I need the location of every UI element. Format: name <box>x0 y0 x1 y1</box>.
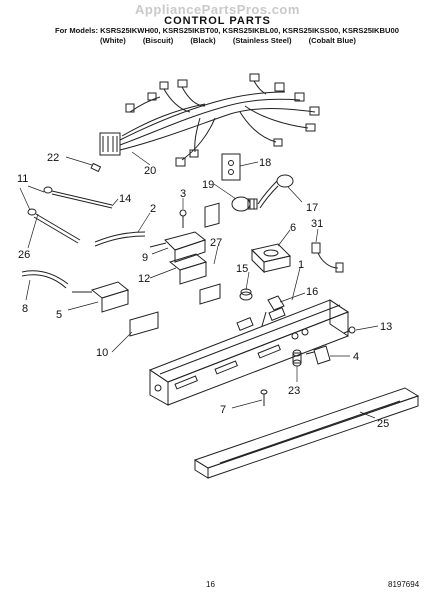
callout-26: 26 <box>18 249 30 261</box>
part-9-switch[interactable] <box>150 232 205 262</box>
color-white: (White) <box>100 36 126 45</box>
callout-6: 6 <box>290 222 296 234</box>
part-15-knob[interactable] <box>240 289 252 300</box>
part-13-screw[interactable] <box>344 327 355 333</box>
callout-3: 3 <box>180 188 186 200</box>
callout-7: 7 <box>220 404 226 416</box>
callout-16: 16 <box>306 286 318 298</box>
callout-8: 8 <box>22 303 28 315</box>
part-2-tube[interactable] <box>95 232 145 246</box>
callout-27: 27 <box>210 237 222 249</box>
callout-25: 25 <box>377 418 389 430</box>
part-10-label[interactable] <box>130 312 158 336</box>
part-27-tag[interactable] <box>200 284 220 304</box>
part-25-trim[interactable] <box>195 388 418 478</box>
part-23-button[interactable] <box>293 350 301 366</box>
callout-17: 17 <box>306 202 318 214</box>
part-5-switch[interactable] <box>72 282 128 312</box>
callout-4: 4 <box>353 351 359 363</box>
part-7-screw[interactable] <box>261 390 267 406</box>
callout-18: 18 <box>259 157 271 169</box>
part-1-control-housing[interactable] <box>150 300 348 405</box>
callout-2: 2 <box>150 203 156 215</box>
color-variants: (White) (Biscuit) (Black) (Stainless Ste… <box>100 36 371 45</box>
callout-10: 10 <box>96 347 108 359</box>
page-title: CONTROL PARTS <box>164 15 271 27</box>
callout-31: 31 <box>311 218 323 230</box>
part-22-connector[interactable] <box>91 163 100 171</box>
part-12-switch[interactable] <box>170 254 206 284</box>
color-black: (Black) <box>190 36 216 45</box>
part-26-sensor-wire[interactable] <box>28 209 80 243</box>
color-cobalt: (Cobalt Blue) <box>308 36 356 45</box>
callout-11: 11 <box>17 173 28 185</box>
callout-5: 5 <box>56 309 62 321</box>
callout-20: 20 <box>144 165 156 177</box>
part-18-relay[interactable] <box>222 154 240 180</box>
part-wire-harness[interactable] <box>100 74 319 166</box>
watermark: AppliancePartsPros.com <box>135 2 300 17</box>
part-3-screw[interactable] <box>180 210 186 228</box>
callout-22: 22 <box>47 152 59 164</box>
part-code: 8197694 <box>388 580 420 589</box>
callout-23: 23 <box>288 385 300 397</box>
models-line: For Models: KSRS25IKWH00, KSRS25IKBT00, … <box>55 26 399 35</box>
part-4-switch[interactable] <box>306 346 330 364</box>
part-8-tube[interactable] <box>22 271 68 288</box>
callout-12: 12 <box>138 273 150 285</box>
callout-9: 9 <box>142 252 148 264</box>
page-number: 16 <box>206 580 215 589</box>
part-6-control[interactable] <box>252 244 290 272</box>
part-27-label[interactable] <box>205 203 219 227</box>
color-biscuit: (Biscuit) <box>142 36 174 45</box>
callout-13: 13 <box>380 321 392 333</box>
callout-15: 15 <box>236 263 248 275</box>
part-17-socket[interactable] <box>258 175 293 208</box>
part-14-sensor-wire[interactable] <box>44 187 112 208</box>
color-stainless: (Stainless Steel) <box>232 36 292 45</box>
callout-14: 14 <box>119 193 131 205</box>
part-19-bulb[interactable] <box>232 197 257 211</box>
part-16-bracket[interactable] <box>262 296 284 326</box>
leader-lines <box>19 151 379 419</box>
callout-1: 1 <box>298 259 304 271</box>
callout-19: 19 <box>202 179 214 191</box>
part-31-connector[interactable] <box>312 243 343 272</box>
callout-labels: 22 11 14 20 18 19 17 3 2 26 31 6 9 27 15… <box>17 152 392 430</box>
